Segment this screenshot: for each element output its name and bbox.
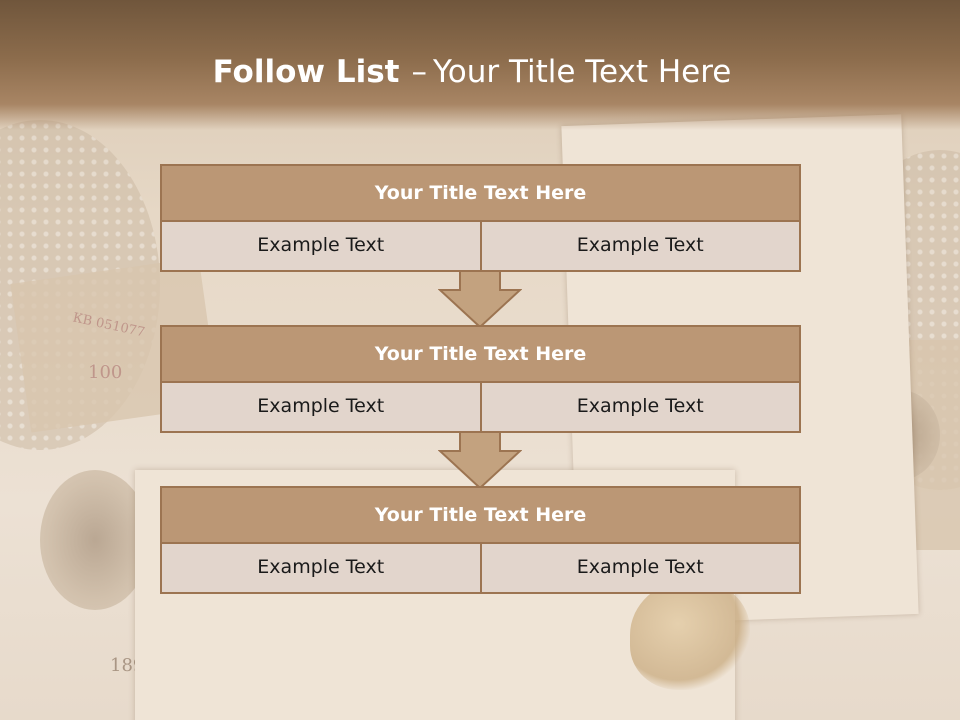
step-row: Example Text Example Text <box>160 222 801 272</box>
title-dash: – <box>411 54 427 90</box>
portrait-medallion <box>40 470 150 610</box>
dried-rose <box>630 580 750 690</box>
step-cell-right: Example Text <box>480 383 801 433</box>
step-block-2: Your Title Text Here Example Text Exampl… <box>160 325 801 433</box>
title-rest: Your Title Text Here <box>432 54 732 90</box>
step-row: Example Text Example Text <box>160 544 801 594</box>
step-cell-left: Example Text <box>160 544 481 594</box>
step-cell-right: Example Text <box>480 222 801 272</box>
step-block-1: Your Title Text Here Example Text Exampl… <box>160 164 801 272</box>
header-bar <box>0 0 960 130</box>
down-arrow-icon <box>438 431 522 489</box>
step-row: Example Text Example Text <box>160 383 801 433</box>
step-title: Your Title Text Here <box>160 486 801 544</box>
step-cell-left: Example Text <box>160 383 481 433</box>
step-title: Your Title Text Here <box>160 325 801 383</box>
step-block-3: Your Title Text Here Example Text Exampl… <box>160 486 801 594</box>
step-cell-left: Example Text <box>160 222 481 272</box>
banknote-denomination: 100 <box>88 362 123 383</box>
title-bold: Follow List <box>212 54 400 90</box>
down-arrow-icon <box>438 270 522 328</box>
slide-title: Follow List–Your Title Text Here <box>0 54 944 90</box>
step-title: Your Title Text Here <box>160 164 801 222</box>
step-cell-right: Example Text <box>480 544 801 594</box>
